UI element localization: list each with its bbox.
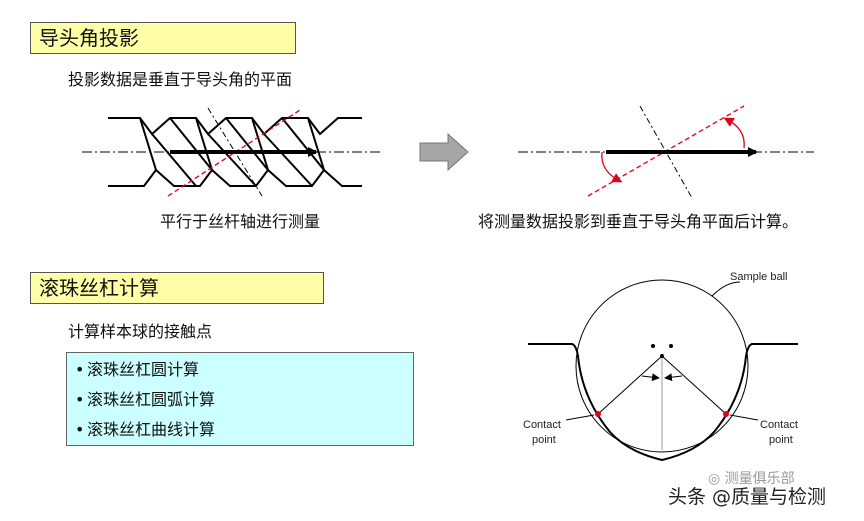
bullet-icon: • xyxy=(75,420,85,439)
label-point-left: point xyxy=(532,434,556,446)
list-item-label: 滚珠丝杠圆计算 xyxy=(87,360,200,379)
list-item-label: 滚珠丝杠曲线计算 xyxy=(87,420,216,439)
screw-thread-diagram xyxy=(82,107,380,197)
section-title-lead-angle: 导头角投影 xyxy=(30,22,296,54)
section-subtitle-contact: 计算样本球的接触点 xyxy=(68,322,213,341)
watermark-secondary-text: 测量俱乐部 xyxy=(724,471,795,487)
list-item-label: 滚珠丝杠圆弧计算 xyxy=(87,390,216,409)
wechat-icon: ◎ xyxy=(708,471,725,487)
label-point-right: point xyxy=(769,434,793,446)
ball-contact-diagram: Sample ball Contact point Contact point xyxy=(523,271,798,462)
label-contact-right: Contact xyxy=(760,419,798,431)
section-title-text: 导头角投影 xyxy=(39,26,139,50)
caption-projection-calc: 将测量数据投影到垂直于导头角平面后计算。 xyxy=(478,212,799,231)
list-item: •滚珠丝杠曲线计算 xyxy=(75,415,413,445)
caption-parallel-measure: 平行于丝杆轴进行测量 xyxy=(160,212,321,231)
section-title-text: 滚珠丝杠计算 xyxy=(39,276,159,300)
bullet-icon: • xyxy=(75,390,85,409)
projection-diagram xyxy=(518,105,814,199)
watermark-secondary: ◎ 测量俱乐部 xyxy=(708,468,795,488)
watermark-main: 头条 @质量与检测 xyxy=(668,486,827,508)
section-subtitle-projection: 投影数据是垂直于导头角的平面 xyxy=(68,70,293,89)
arrow-right-icon xyxy=(419,132,469,172)
list-item: •滚珠丝杠圆计算 xyxy=(75,355,413,385)
list-item: •滚珠丝杠圆弧计算 xyxy=(75,385,413,415)
label-sample-ball: Sample ball xyxy=(730,271,787,283)
bullet-icon: • xyxy=(75,360,85,379)
section-title-ballscrew: 滚珠丝杠计算 xyxy=(30,272,324,304)
calc-method-list: •滚珠丝杠圆计算 •滚珠丝杠圆弧计算 •滚珠丝杠曲线计算 xyxy=(66,352,414,446)
label-contact-left: Contact xyxy=(523,419,561,431)
